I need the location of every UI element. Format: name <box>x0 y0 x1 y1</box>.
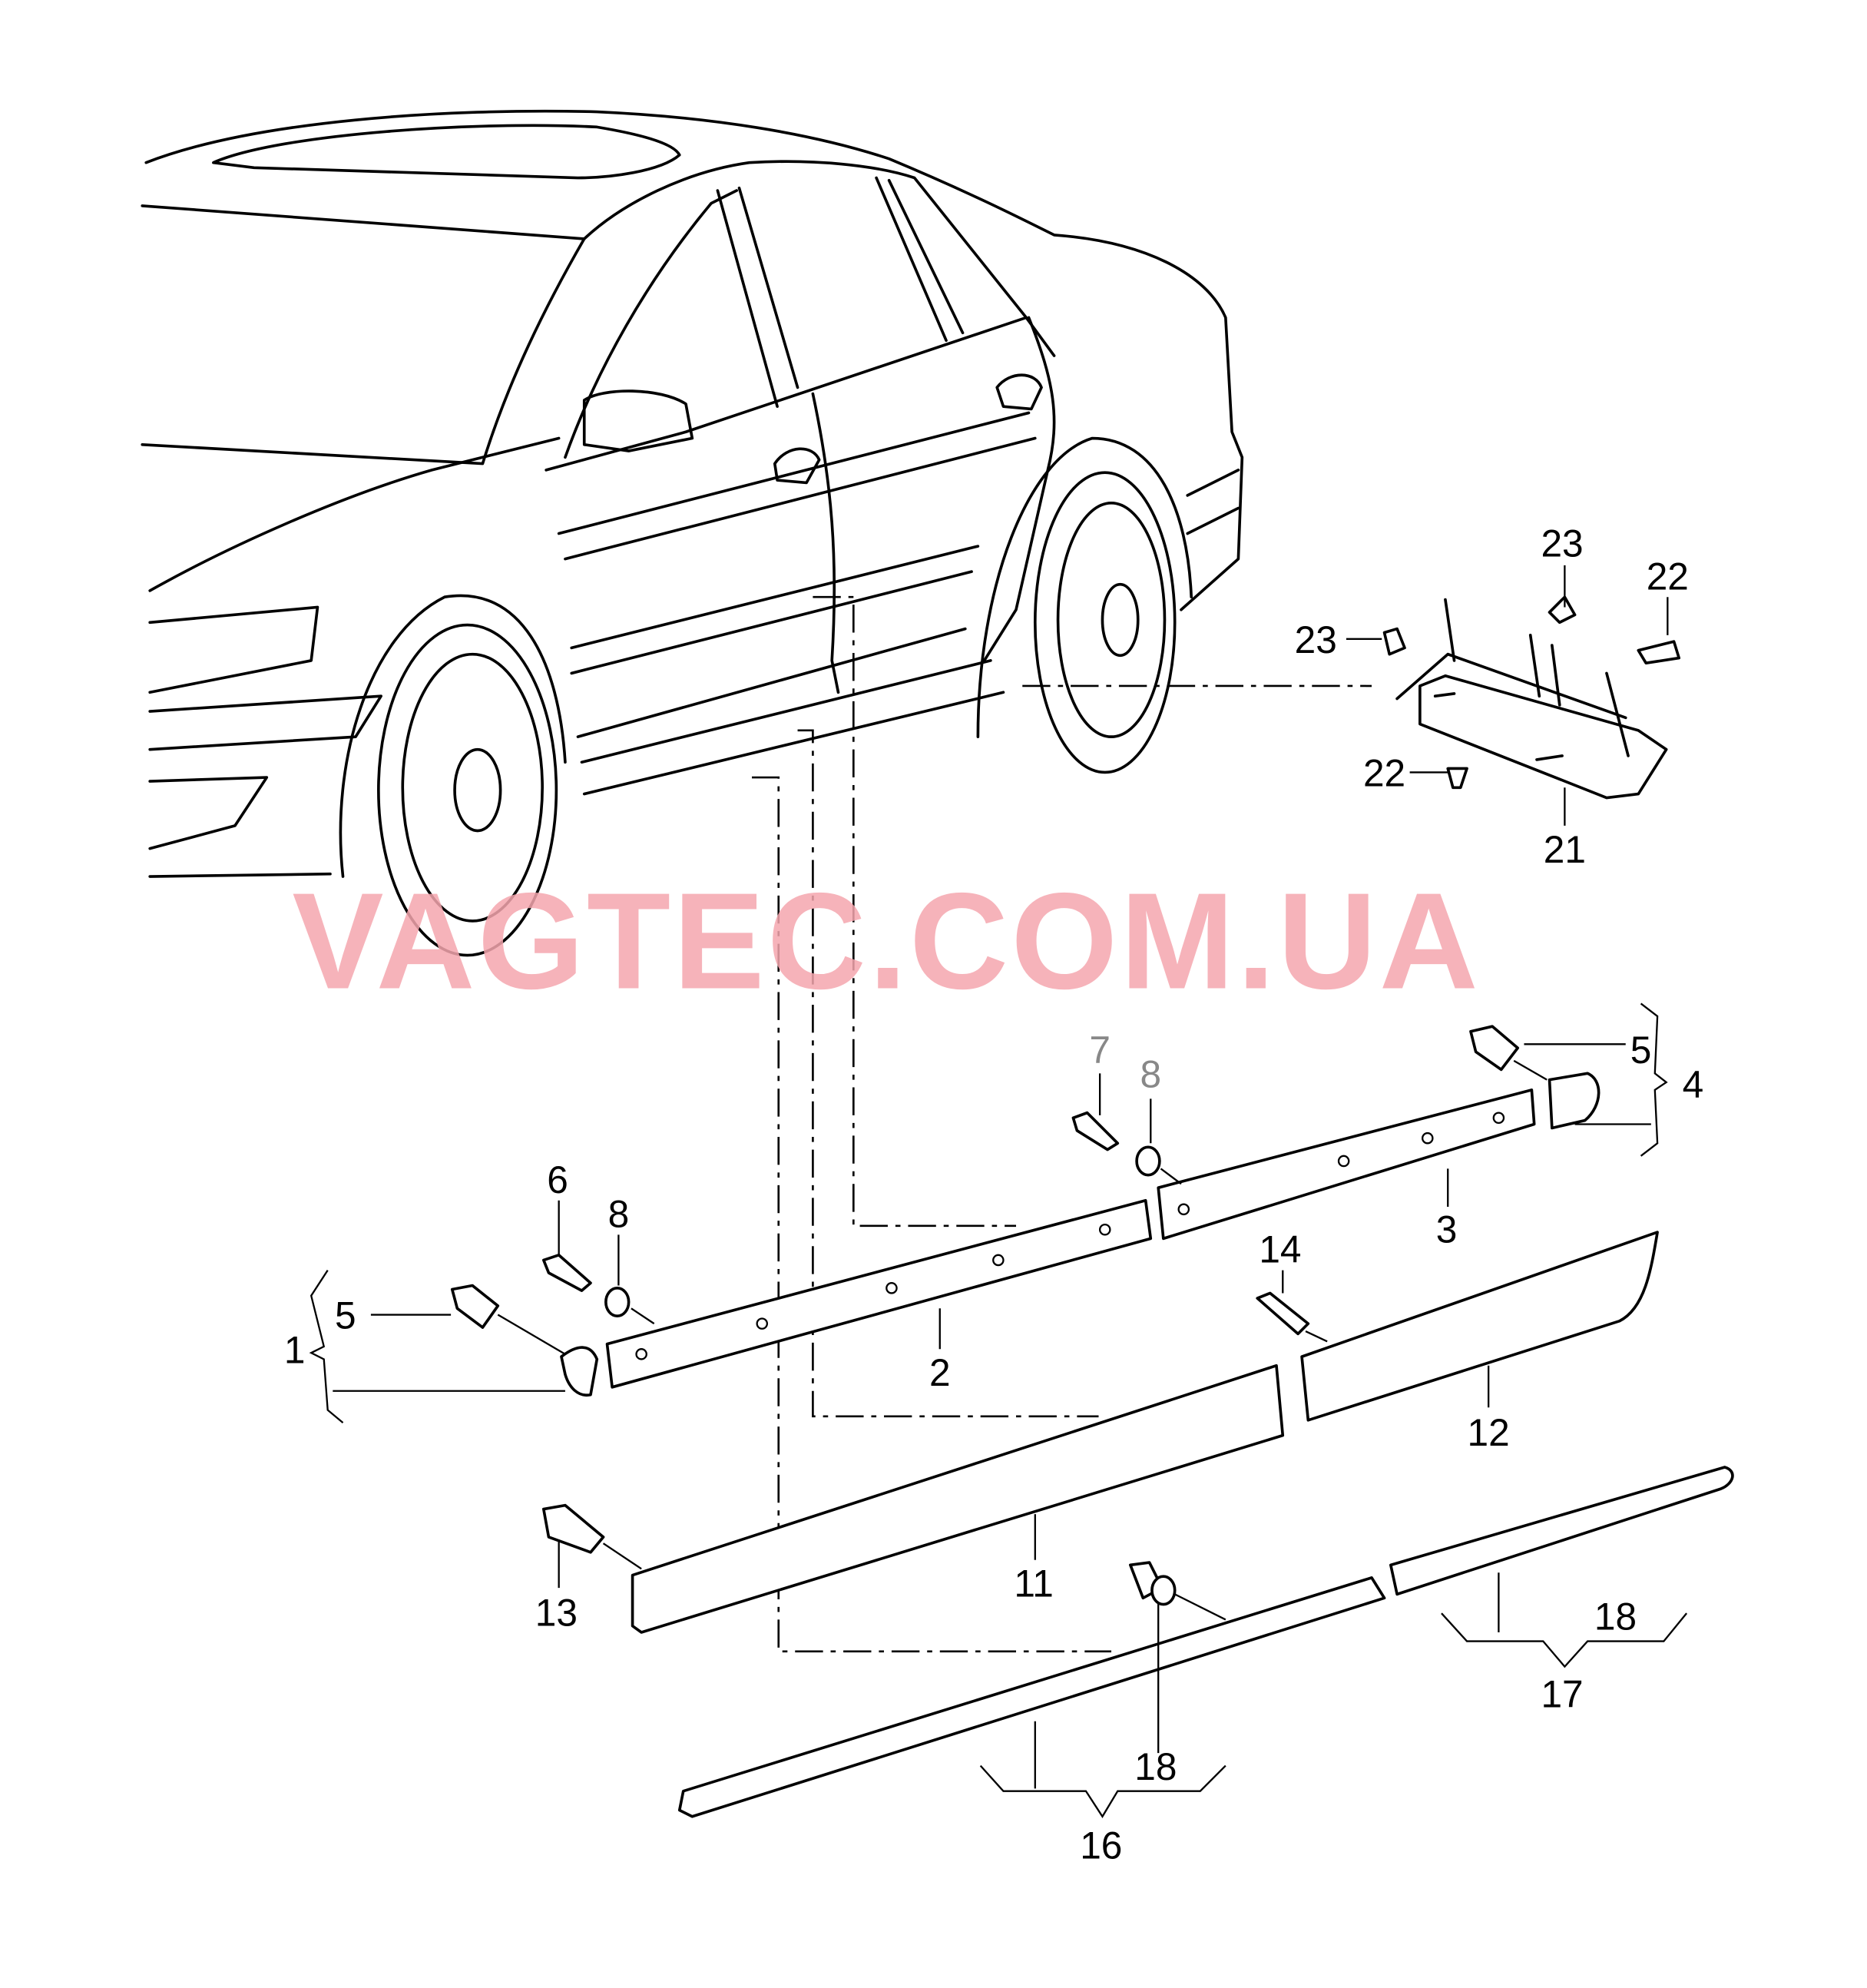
callout-8: 8 <box>608 1192 630 1235</box>
callout-2: 2 <box>929 1351 951 1394</box>
callout-3: 3 <box>1436 1208 1458 1251</box>
callout-6: 6 <box>547 1158 568 1201</box>
callout-23: 23 <box>1295 618 1337 661</box>
callout-14: 14 <box>1259 1228 1301 1271</box>
callout-17: 17 <box>1541 1673 1583 1716</box>
callout-18: 18 <box>1134 1745 1177 1788</box>
callout-11: 11 <box>1014 1562 1054 1605</box>
car-illustration <box>141 109 1244 957</box>
callout-16: 16 <box>1080 1824 1122 1867</box>
callout-13: 13 <box>535 1592 578 1635</box>
sill-strips <box>677 1466 1734 1818</box>
lower-moldings <box>542 1231 1659 1634</box>
callout-labels: 23 22 23 22 21 7 8 5 4 6 8 3 14 5 1 2 12… <box>284 522 1703 1867</box>
callout-1: 1 <box>284 1328 306 1371</box>
callout-4: 4 <box>1683 1063 1704 1106</box>
callout-7: 7 <box>1089 1029 1111 1072</box>
callout-22: 22 <box>1647 555 1689 598</box>
callout-12: 12 <box>1468 1411 1510 1454</box>
callout-21: 21 <box>1544 828 1586 871</box>
callout-8: 8 <box>1140 1053 1161 1096</box>
part-21-bracket <box>1346 565 1681 826</box>
callout-5: 5 <box>335 1294 356 1337</box>
watermark: VAGTEC.COM.UA <box>292 864 1481 1018</box>
door-moldings <box>309 1002 1668 1424</box>
callout-18: 18 <box>1594 1595 1637 1638</box>
callout-23: 23 <box>1541 522 1583 565</box>
leader-lines <box>752 595 1372 1653</box>
callout-5: 5 <box>1630 1029 1652 1072</box>
callout-22: 22 <box>1363 752 1405 795</box>
